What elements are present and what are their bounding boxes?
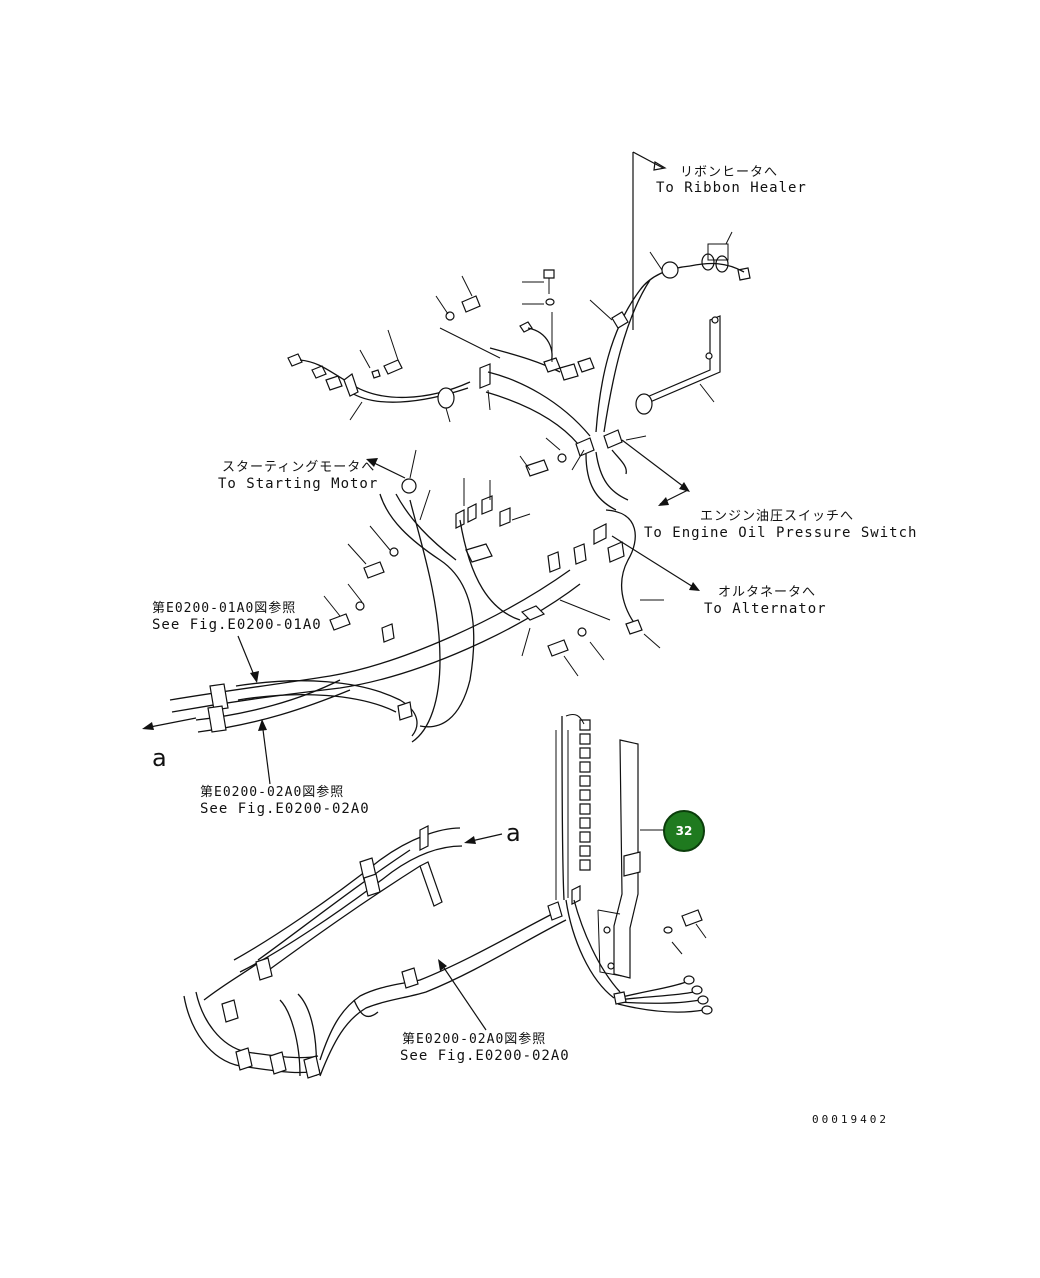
see-fig-02b-jp: 第E0200-02A0図参照 xyxy=(402,1031,546,1047)
upper-harness xyxy=(287,231,751,511)
see-fig-02a-jp: 第E0200-02A0図参照 xyxy=(200,784,344,800)
connector-ladder xyxy=(579,719,591,871)
starting-motor-label: スターティングモータへ To Starting Motor xyxy=(218,458,406,492)
ribbon-heater-jp: リボンヒータへ xyxy=(680,165,778,180)
alternator-en: To Alternator xyxy=(704,601,827,617)
middle-harness xyxy=(169,449,664,743)
callout-32-label[interactable]: 32 xyxy=(676,824,693,838)
engine-oil-jp: エンジン油圧スイッチへ xyxy=(700,509,854,524)
callout-32-circle[interactable] xyxy=(663,810,705,852)
starting-motor-jp: スターティングモータへ xyxy=(222,460,375,475)
alternator-label: オルタネータへ To Alternator xyxy=(611,535,827,617)
starting-motor-en: To Starting Motor xyxy=(218,476,378,492)
ribbon-heater-en: To Ribbon Healer xyxy=(656,180,807,196)
callout-32[interactable]: 32 xyxy=(663,810,705,852)
drawing-number: 00019402 xyxy=(812,1113,889,1126)
connector-a-right: a xyxy=(464,819,521,847)
engine-oil-en: To Engine Oil Pressure Switch xyxy=(644,525,917,541)
connector-a-left: a xyxy=(142,717,197,772)
svg-text:a: a xyxy=(506,819,521,847)
see-fig-01-jp: 第E0200-01A0図参照 xyxy=(152,600,296,616)
lower-harness xyxy=(183,713,713,1079)
svg-text:a: a xyxy=(152,744,167,772)
engine-oil-label: エンジン油圧スイッチへ To Engine Oil Pressure Switc… xyxy=(621,439,917,541)
alternator-jp: オルタネータへ xyxy=(718,585,816,600)
ribbon-heater-label: リボンヒータへ To Ribbon Healer xyxy=(632,151,807,330)
see-fig-02a-en: See Fig.E0200-02A0 xyxy=(200,801,370,817)
see-fig-02b-en: See Fig.E0200-02A0 xyxy=(400,1048,570,1064)
see-fig-01-label: 第E0200-01A0図参照 See Fig.E0200-01A0 xyxy=(152,600,322,683)
see-fig-02a-label: 第E0200-02A0図参照 See Fig.E0200-02A0 xyxy=(200,719,370,817)
see-fig-01-en: See Fig.E0200-01A0 xyxy=(152,617,322,633)
see-fig-02b-label: 第E0200-02A0図参照 See Fig.E0200-02A0 xyxy=(400,959,570,1064)
